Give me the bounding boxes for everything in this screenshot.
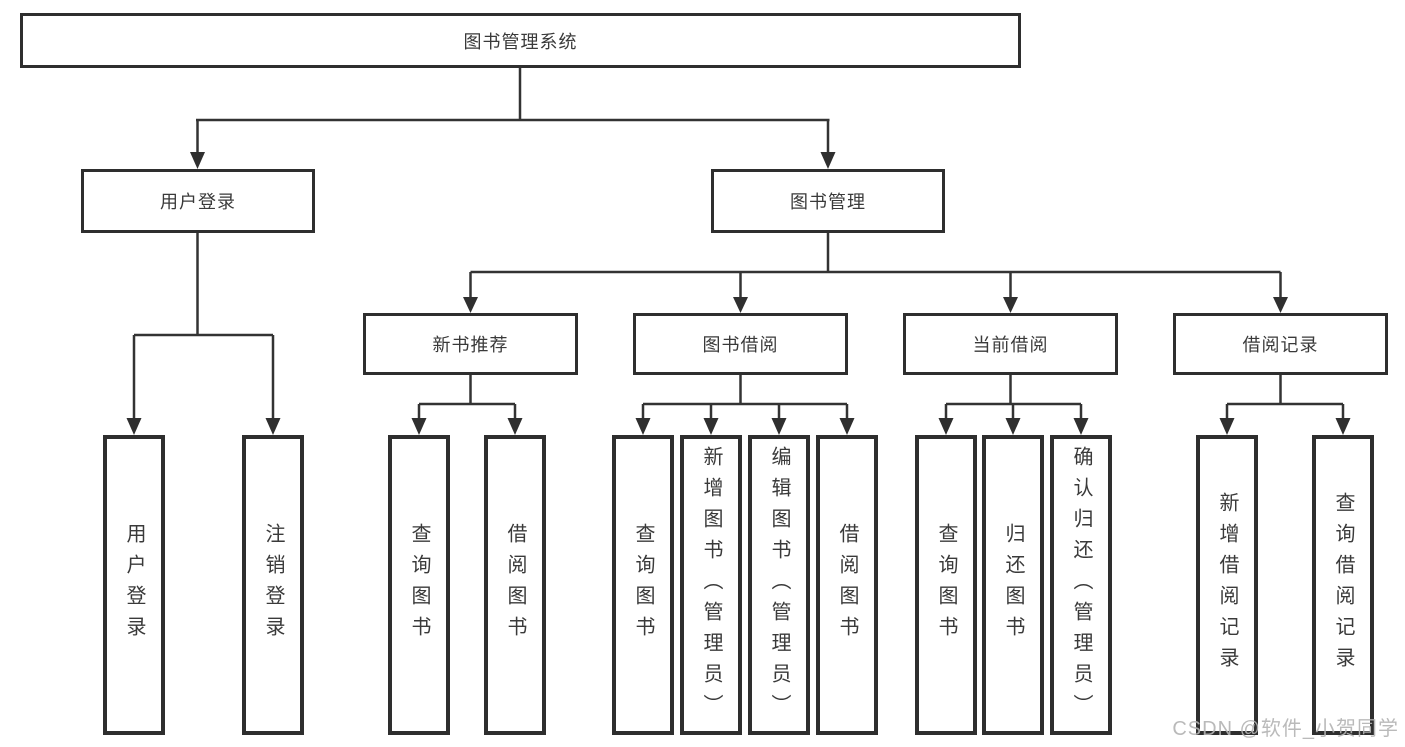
node-label: 图书管理 xyxy=(790,192,866,212)
node-label: 用户登录 xyxy=(160,192,236,212)
node-new-book-recommendation: 新书推荐 xyxy=(363,313,578,375)
node-label: 确认归还（管理员） xyxy=(1070,445,1092,725)
arrow-icon xyxy=(507,418,523,435)
arrow-icon xyxy=(839,418,855,435)
leaf-user-login: 用户登录 xyxy=(103,435,165,735)
leaf-add-borrow-record: 新增借阅记录 xyxy=(1196,435,1258,735)
connector-root-to-level2 xyxy=(196,68,830,154)
node-label: 注销登录 xyxy=(262,523,284,647)
arrow-icon xyxy=(190,152,205,169)
arrow-icon xyxy=(265,418,281,435)
arrow-icon xyxy=(126,418,142,435)
node-label: 查询图书 xyxy=(935,523,957,647)
csdn-watermark: CSDN @软件_小贺同学 xyxy=(1172,718,1399,740)
node-book-borrowing: 图书借阅 xyxy=(633,313,848,375)
connector-borrow-to-leaves xyxy=(641,375,849,420)
connector-records-to-leaves xyxy=(1225,375,1345,420)
leaf-borrow-books: 借阅图书 xyxy=(816,435,878,735)
node-user-login: 用户登录 xyxy=(81,169,315,233)
node-label: 新增借阅记录 xyxy=(1216,492,1238,678)
leaf-borrow-books-recommend: 借阅图书 xyxy=(484,435,546,735)
node-current-borrowing: 当前借阅 xyxy=(903,313,1118,375)
arrow-icon xyxy=(771,418,787,435)
arrow-icon xyxy=(703,418,719,435)
node-label: 当前借阅 xyxy=(972,335,1049,355)
node-label: 编辑图书（管理员） xyxy=(768,445,790,725)
node-label: 查询借阅记录 xyxy=(1332,492,1354,678)
node-label: 新增图书（管理员） xyxy=(700,445,722,725)
arrow-icon xyxy=(938,418,954,435)
connector-current-to-leaves xyxy=(944,375,1083,420)
arrow-icon xyxy=(1273,297,1288,313)
node-book-management: 图书管理 xyxy=(711,169,945,233)
leaf-query-books-borrow: 查询图书 xyxy=(612,435,674,735)
leaf-query-books-current: 查询图书 xyxy=(915,435,977,735)
node-label: 新书推荐 xyxy=(432,335,509,355)
node-label: 借阅图书 xyxy=(504,523,526,647)
node-label: 借阅图书 xyxy=(836,523,858,647)
arrow-icon xyxy=(1003,297,1018,313)
node-label: 查询图书 xyxy=(632,523,654,647)
node-label: 用户登录 xyxy=(123,523,145,647)
arrow-icon xyxy=(1335,418,1351,435)
leaf-add-books-admin: 新增图书（管理员） xyxy=(680,435,742,735)
arrow-icon xyxy=(820,152,836,169)
node-label: 图书借阅 xyxy=(702,335,779,355)
leaf-return-books: 归还图书 xyxy=(982,435,1044,735)
arrow-icon xyxy=(733,297,748,313)
arrow-icon xyxy=(411,418,427,435)
node-library-management-system: 图书管理系统 xyxy=(20,13,1021,68)
leaf-confirm-return-admin: 确认归还（管理员） xyxy=(1050,435,1112,735)
node-label: 图书管理系统 xyxy=(463,31,578,52)
node-label: 归还图书 xyxy=(1002,523,1024,647)
node-label: 借阅记录 xyxy=(1242,335,1319,355)
connector-book-management-to-level3 xyxy=(469,233,1282,298)
arrow-icon xyxy=(1005,418,1021,435)
leaf-query-books-recommend: 查询图书 xyxy=(388,435,450,735)
connector-user-login-to-leaves xyxy=(132,233,275,420)
arrow-icon xyxy=(635,418,651,435)
leaf-query-borrow-record: 查询借阅记录 xyxy=(1312,435,1374,735)
connector-new-book-to-leaves xyxy=(417,375,517,420)
arrow-icon xyxy=(463,297,478,313)
leaf-logout: 注销登录 xyxy=(242,435,304,735)
node-label: 查询图书 xyxy=(408,523,430,647)
arrow-icon xyxy=(1219,418,1235,435)
arrow-icon xyxy=(1073,418,1089,435)
node-borrowing-records: 借阅记录 xyxy=(1173,313,1388,375)
leaf-edit-books-admin: 编辑图书（管理员） xyxy=(748,435,810,735)
